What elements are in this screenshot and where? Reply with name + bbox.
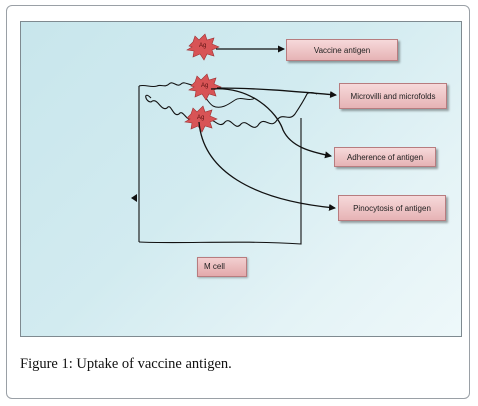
arrow-to-microvilli	[216, 87, 337, 98]
caption-prefix: Figure 1:	[20, 356, 73, 372]
antigen-burst-lower	[184, 105, 218, 133]
label-vaccine-antigen: Vaccine antigen	[313, 45, 371, 55]
caption-text: Uptake of vaccine antigen.	[72, 356, 232, 372]
antigen-label-lower: Ag	[197, 115, 205, 121]
m-cell-left-marker	[131, 194, 137, 202]
label-microvilli: Microvilli and microfolds	[350, 91, 436, 101]
label-adherence: Adherence of antigen	[346, 152, 424, 162]
antigen-burst-middle	[188, 73, 222, 101]
label-box-pinocytosis: Pinocytosis of antigen	[338, 195, 446, 221]
m-cell-outline	[145, 91, 318, 128]
arrow-to-pinocytosis	[198, 121, 336, 211]
label-box-vaccine-antigen: Vaccine antigen	[286, 39, 398, 61]
label-box-adherence: Adherence of antigen	[334, 147, 436, 167]
arrow-to-adherence	[210, 88, 332, 159]
label-m-cell: M cell	[204, 262, 225, 271]
m-cell-bottom	[138, 118, 302, 245]
diagram-panel: Ag Ag Ag Vaccine antigen Microvilli and …	[20, 21, 462, 337]
m-cell-top-left	[138, 82, 198, 88]
diagram-canvas	[131, 33, 337, 245]
label-box-m-cell: M cell	[197, 257, 247, 277]
antigen-label-top: Ag	[199, 43, 207, 49]
antigen-burst-top	[186, 33, 220, 61]
label-pinocytosis: Pinocytosis of antigen	[353, 203, 431, 213]
label-box-microvilli: Microvilli and microfolds	[339, 83, 447, 109]
antigen-label-middle: Ag	[201, 83, 209, 89]
figure-caption: Figure 1: Uptake of vaccine antigen.	[20, 356, 232, 373]
